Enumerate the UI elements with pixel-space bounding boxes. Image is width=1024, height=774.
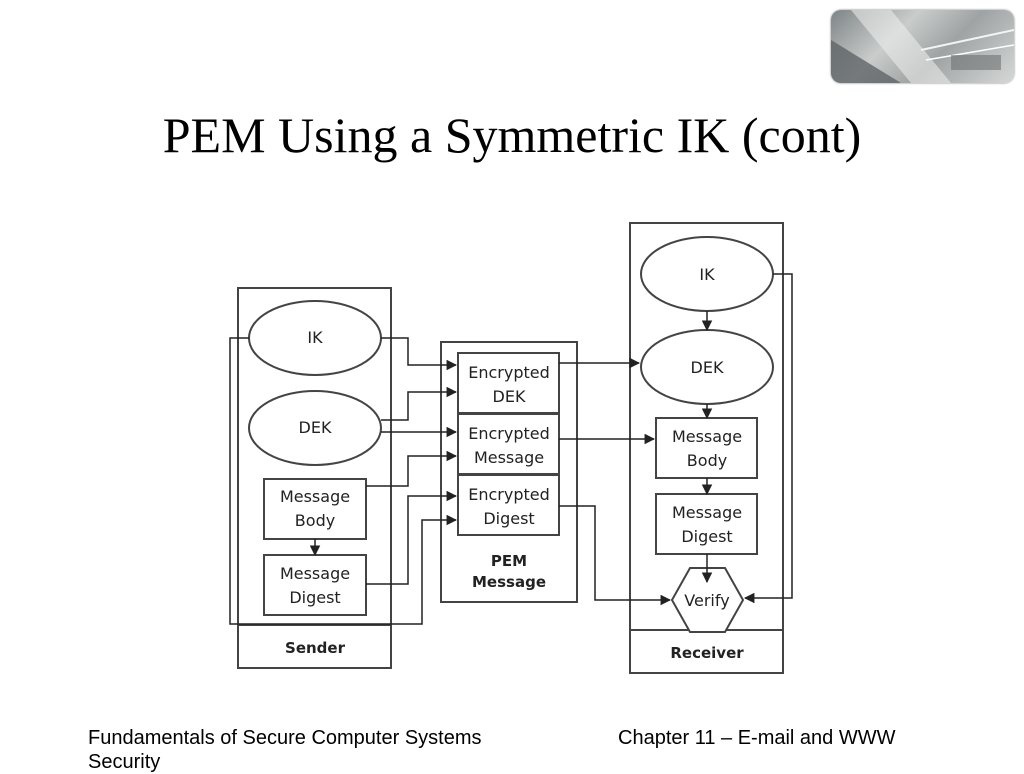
- receiver-dek-ellipse: DEK: [640, 329, 774, 405]
- sender-ik-label: IK: [307, 328, 323, 347]
- verify-hexagon: Verify: [670, 567, 745, 633]
- receiver-message-digest-box: Message Digest: [655, 493, 758, 555]
- svg-text:Encrypted: Encrypted: [468, 485, 550, 504]
- svg-text:Message: Message: [280, 487, 350, 506]
- encrypted-dek-box: Encrypted DEK: [457, 352, 560, 414]
- svg-text:Digest: Digest: [289, 588, 340, 607]
- receiver-ik-ellipse: IK: [640, 236, 774, 312]
- footer-course-title: Fundamentals of Secure Computer Systems …: [88, 727, 482, 773]
- sender-message-digest-box: Message Digest: [263, 554, 367, 616]
- sender-dek-ellipse: DEK: [248, 390, 382, 466]
- svg-text:DEK: DEK: [493, 387, 526, 406]
- svg-text:Digest: Digest: [483, 509, 534, 528]
- svg-text:Message: Message: [280, 564, 350, 583]
- svg-text:Body: Body: [687, 451, 727, 470]
- header-decorative-image: [831, 10, 1014, 83]
- svg-text:Message: Message: [474, 448, 544, 467]
- svg-text:Body: Body: [295, 511, 335, 530]
- svg-text:Message: Message: [672, 427, 742, 446]
- sender-ik-ellipse: IK: [248, 300, 382, 376]
- svg-text:Digest: Digest: [681, 527, 732, 546]
- svg-text:Message: Message: [672, 503, 742, 522]
- sender-dek-label: DEK: [299, 418, 332, 437]
- svg-text:PEM: PEM: [491, 552, 527, 570]
- encrypted-digest-box: Encrypted Digest: [457, 474, 560, 536]
- svg-text:DEK: DEK: [691, 358, 724, 377]
- svg-text:Encrypted: Encrypted: [468, 424, 550, 443]
- svg-text:Verify: Verify: [684, 591, 729, 610]
- receiver-label: Receiver: [670, 644, 744, 662]
- svg-text:IK: IK: [699, 265, 715, 284]
- slide-title: PEM Using a Symmetric IK (cont): [162, 107, 862, 163]
- svg-text:Encrypted: Encrypted: [468, 363, 550, 382]
- sender-message-body-box: Message Body: [263, 478, 367, 540]
- sender-label: Sender: [285, 639, 346, 657]
- encrypted-message-box: Encrypted Message: [457, 413, 560, 475]
- footer-chapter: Chapter 11 – E-mail and WWW: [618, 727, 896, 749]
- receiver-message-body-box: Message Body: [655, 417, 758, 479]
- svg-text:Message: Message: [472, 573, 546, 591]
- connector-lines: [229, 273, 793, 625]
